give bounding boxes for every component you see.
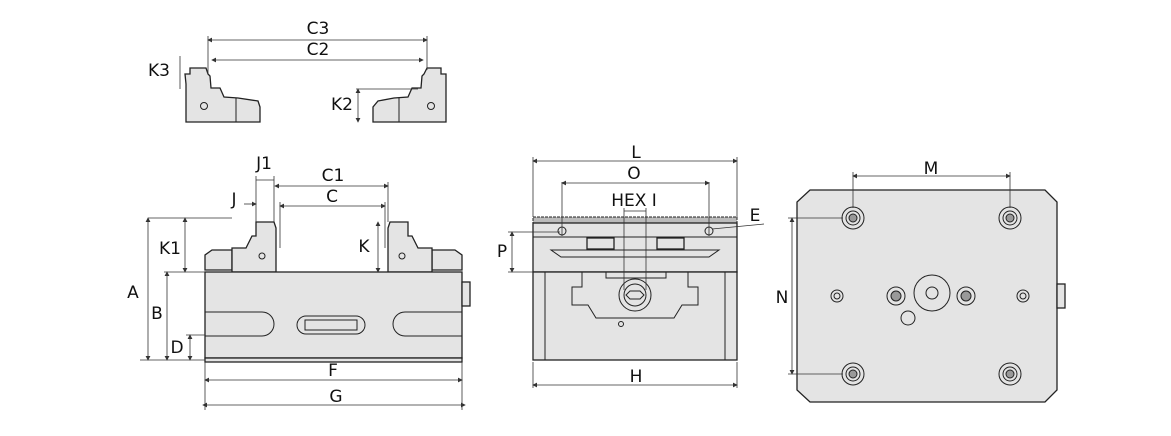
- dim-label-c: C: [326, 187, 338, 207]
- right-jaw: [372, 67, 447, 123]
- dim-label-k: K: [358, 237, 370, 257]
- top-view: M N: [776, 159, 1066, 403]
- side-view: L O HEX I E P H: [497, 143, 765, 388]
- front-view: A B K1 D F G J1 J C1 C K: [127, 154, 471, 410]
- right-jaw-front: [387, 221, 433, 273]
- mounting-bolts: [841, 206, 1022, 386]
- dim-label-c3: C3: [307, 19, 330, 39]
- dim-label-g: G: [329, 387, 342, 407]
- dim-label-o: O: [627, 164, 640, 184]
- dim-label-l: L: [631, 143, 641, 163]
- dim-label-c2: C2: [307, 40, 330, 60]
- dim-label-h: H: [630, 367, 643, 387]
- dim-label-n: N: [776, 288, 789, 308]
- left-jaw: [184, 67, 261, 123]
- dim-label-j1: J1: [255, 154, 272, 174]
- dim-label-c1: C1: [322, 166, 345, 186]
- dim-label-f: F: [328, 361, 338, 381]
- dim-label-e: E: [750, 206, 761, 226]
- dim-label-b: B: [151, 304, 163, 324]
- dim-label-p: P: [497, 242, 507, 262]
- vise-body-front: [204, 271, 463, 359]
- dim-label-k1: K1: [159, 239, 181, 259]
- dim-label-j: J: [230, 190, 236, 210]
- vise-body-side: [532, 271, 738, 361]
- left-jaw-front: [231, 221, 277, 273]
- dim-label-k3: K3: [148, 61, 170, 81]
- dim-label-hex: HEX I: [611, 191, 657, 211]
- dim-label-k2: K2: [331, 95, 353, 115]
- dim-label-a: A: [127, 283, 139, 303]
- dim-label-m: M: [924, 159, 939, 179]
- dim-label-d: D: [170, 338, 183, 358]
- jaw-detail-view: C3 C2 K3 K2: [148, 19, 447, 123]
